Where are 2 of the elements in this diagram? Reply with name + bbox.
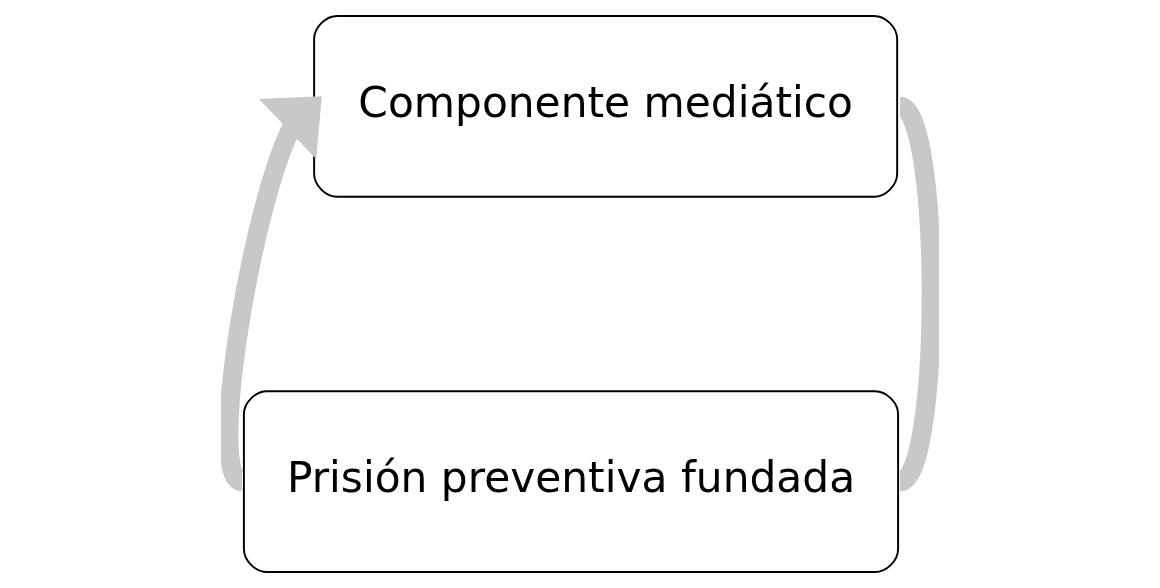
node-box: Componente mediático — [313, 15, 899, 198]
node-box: Prisión preventiva fundada — [242, 390, 900, 573]
